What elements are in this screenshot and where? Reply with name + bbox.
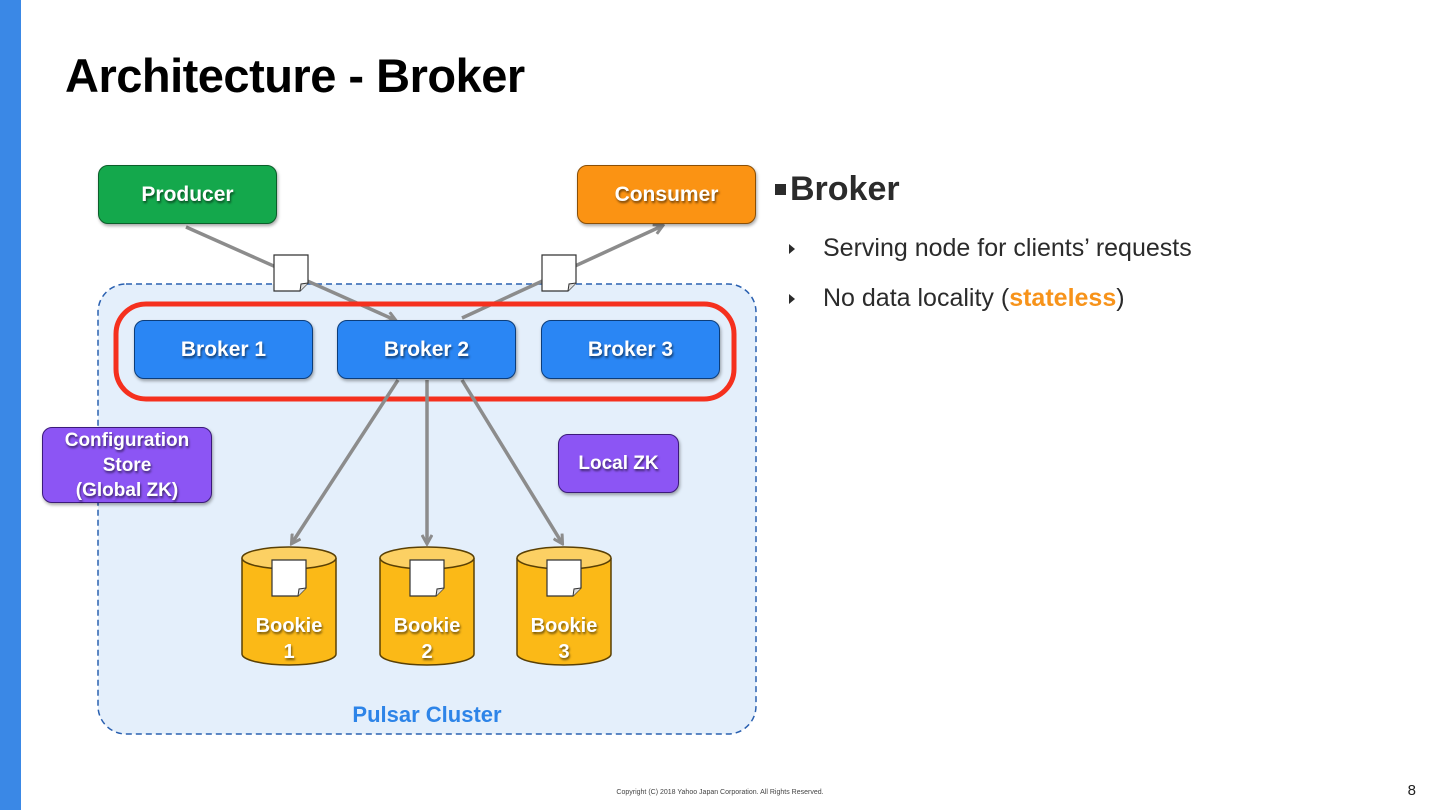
config-store-line-3: (Global ZK) — [75, 479, 179, 501]
bookie-3-document-icon — [546, 559, 582, 597]
bookie-3-label-line1: Bookie — [530, 615, 598, 637]
broker-2-node: Broker 2 — [337, 320, 516, 379]
configuration-store-node: Configuration Store (Global ZK) — [42, 427, 212, 503]
broker2-to-bookie3-arrow — [460, 379, 562, 543]
bookie-1-label: Bookie 1 — [241, 613, 337, 665]
content-heading-text: Broker — [790, 170, 900, 208]
content-panel: Broker Serving node for clients’ request… — [775, 170, 1192, 312]
broker-1-node: Broker 1 — [134, 320, 313, 379]
square-bullet-icon — [775, 184, 786, 195]
message-document-icon — [273, 254, 309, 292]
bookie-2-label-line1: Bookie — [393, 615, 461, 637]
bookie-1 — [241, 546, 337, 666]
broker2-to-bookie1-arrow — [292, 379, 400, 543]
bookie-3-label: Bookie 3 — [516, 613, 612, 665]
local-zk-node: Local ZK — [558, 434, 679, 493]
bookie-2-label-line2: 2 — [421, 641, 433, 663]
bookie-1-label-line2: 1 — [283, 641, 295, 663]
bookie-3 — [516, 546, 612, 666]
bookie-1-label-line1: Bookie — [255, 615, 323, 637]
triangle-bullet-icon — [789, 293, 795, 304]
bullet-text: No data locality (stateless) — [823, 284, 1125, 313]
slide-title: Architecture - Broker — [65, 49, 525, 102]
producer-node: Producer — [98, 165, 277, 224]
bookie-2-label: Bookie 2 — [379, 613, 475, 665]
bookie-1-document-icon — [271, 559, 307, 597]
bullet-text: Serving node for clients’ requests — [823, 234, 1192, 262]
bullet-item: Serving node for clients’ requests — [789, 234, 1192, 263]
broker-3-node: Broker 3 — [541, 320, 720, 379]
config-store-line-1: Configuration — [64, 429, 190, 451]
bullet-prefix: No data locality ( — [823, 284, 1010, 312]
broker-highlight-ring — [113, 301, 737, 402]
triangle-bullet-icon — [789, 243, 795, 254]
bullet-item: No data locality (stateless) — [789, 284, 1125, 313]
bookie-2-document-icon — [409, 559, 445, 597]
consumer-node: Consumer — [577, 165, 756, 224]
bookie-3-label-line2: 3 — [558, 641, 570, 663]
config-store-line-2: Store — [102, 454, 152, 476]
stateless-highlight: stateless — [1009, 284, 1117, 312]
message-document-icon — [541, 254, 577, 292]
bullet-suffix: ) — [1116, 284, 1125, 312]
copyright-footer: Copyright (C) 2018 Yahoo Japan Corporati… — [616, 789, 824, 796]
bookie-2 — [379, 546, 475, 666]
accent-bar — [0, 0, 21, 810]
pulsar-cluster-label: Pulsar Cluster — [352, 702, 502, 727]
page-number: 8 — [1407, 782, 1416, 799]
content-heading: Broker — [775, 170, 900, 209]
